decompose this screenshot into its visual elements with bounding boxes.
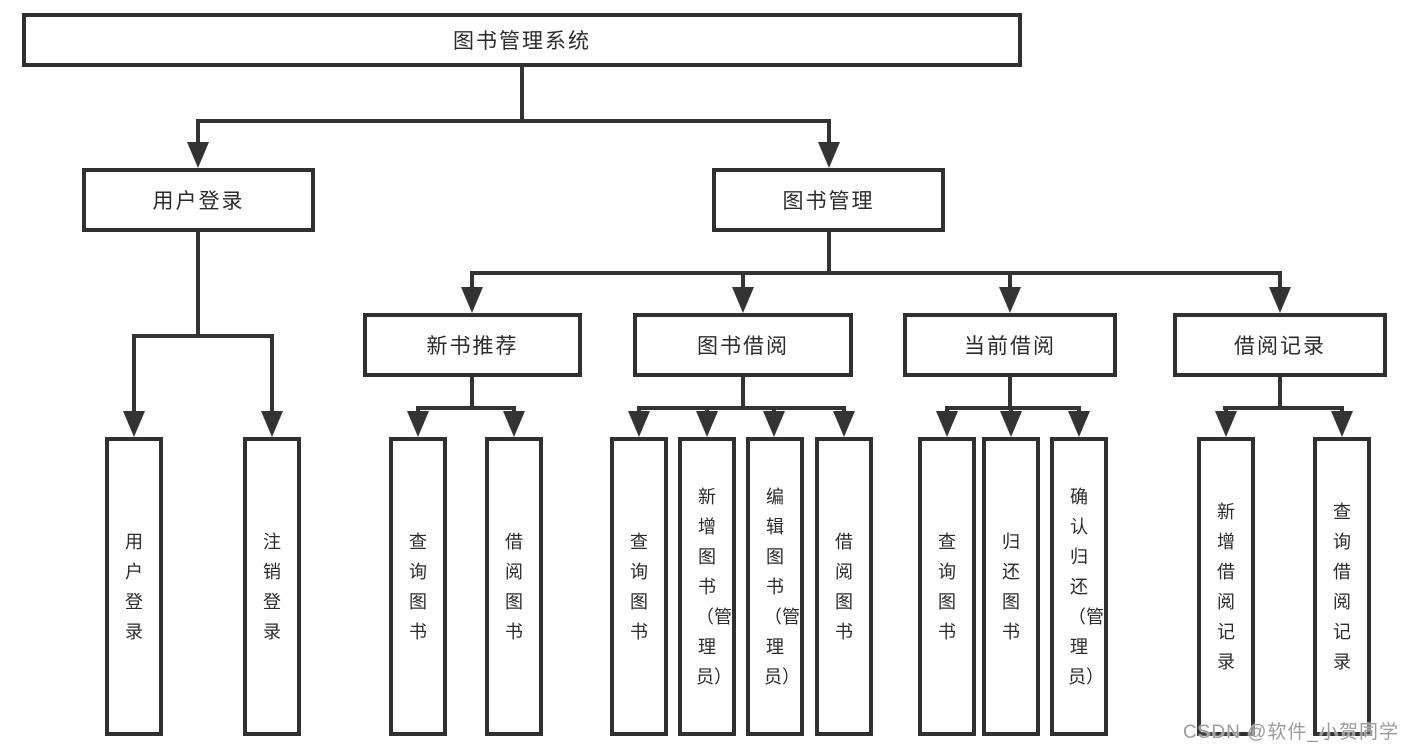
node-book-borrow: 图书借阅 [633,313,853,377]
leaf-recommend-borrow-books-label: 借阅图书 [505,531,523,642]
node-user-login: 用户登录 [82,168,315,232]
leaf-query-borrow-record: 查询借阅记录 [1313,437,1371,736]
node-book-management-label: 图书管理 [782,190,875,213]
leaf-add-borrow-record-label: 新增借阅记录 [1217,501,1235,672]
leaf-borrow-borrow-books-label: 借阅图书 [835,531,853,642]
leaf-edit-book-admin-label: 编辑图书（管理员） [764,486,800,687]
leaf-recommend-borrow-books: 借阅图书 [485,437,543,736]
node-book-management: 图书管理 [712,168,945,232]
leaf-borrow-query-books-label: 查询图书 [630,531,648,642]
leaf-add-borrow-record: 新增借阅记录 [1197,437,1255,736]
node-current-borrow-label: 当前借阅 [964,335,1056,358]
node-current-borrow: 当前借阅 [903,313,1117,377]
leaf-edit-book-admin: 编辑图书（管理员） [746,437,804,736]
csdn-watermark: CSDN @软件_小贺同学 [1183,722,1399,743]
leaf-current-query-books-label: 查询图书 [938,531,956,642]
node-root-label: 图书管理系统 [453,30,591,53]
leaf-recommend-query-books: 查询图书 [389,437,447,736]
leaf-confirm-return-admin: 确认归还（管理员） [1050,437,1108,736]
leaf-logout: 注销登录 [243,437,301,736]
leaf-borrow-query-books: 查询图书 [610,437,668,736]
leaf-return-book: 归还图书 [982,437,1040,736]
node-new-book-recommend: 新书推荐 [363,313,582,377]
node-new-book-recommend-label: 新书推荐 [426,335,519,358]
leaf-add-book-admin-label: 新增图书（管理员） [696,486,732,687]
leaf-current-query-books: 查询图书 [918,437,976,736]
leaf-return-book-label: 归还图书 [1002,531,1020,642]
leaf-recommend-query-books-label: 查询图书 [409,531,427,642]
node-root: 图书管理系统 [22,13,1022,67]
arrowhead-icons [123,142,1353,437]
node-book-borrow-label: 图书借阅 [697,335,789,358]
node-user-login-label: 用户登录 [152,190,245,213]
leaf-add-book-admin: 新增图书（管理员） [678,437,736,736]
leaf-query-borrow-record-label: 查询借阅记录 [1333,501,1351,672]
leaf-user-login-label: 用户登录 [125,531,143,642]
node-borrow-records: 借阅记录 [1173,313,1387,377]
leaf-user-login: 用户登录 [105,437,163,736]
leaf-logout-label: 注销登录 [263,531,281,642]
leaf-borrow-borrow-books: 借阅图书 [815,437,873,736]
leaf-confirm-return-admin-label: 确认归还（管理员） [1068,486,1104,687]
node-borrow-records-label: 借阅记录 [1234,335,1326,358]
